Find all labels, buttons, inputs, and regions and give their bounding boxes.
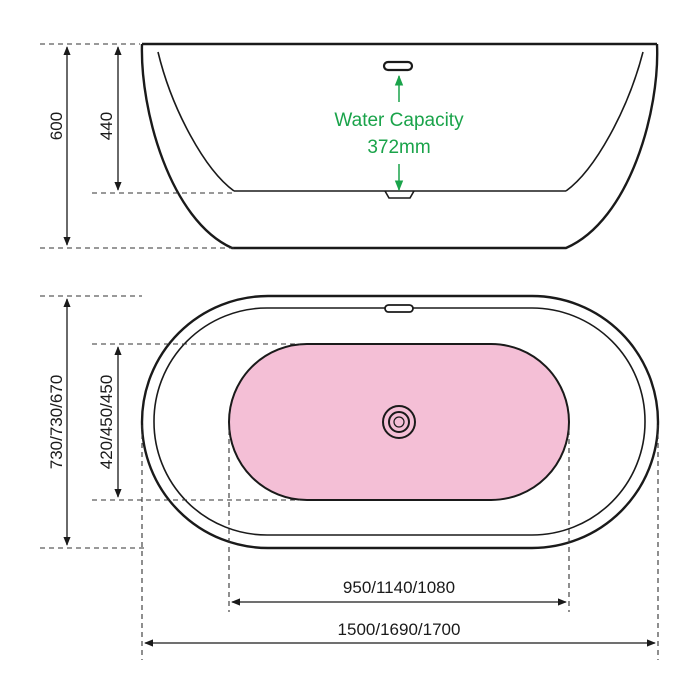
tub-outer-rim [140, 294, 660, 550]
depth-440-label: 440 [97, 112, 116, 140]
height-600-label: 600 [47, 112, 66, 140]
inner-width-label: 420/450/450 [97, 375, 116, 470]
inner-length-label: 950/1140/1080 [343, 578, 455, 597]
tub-outer-shell [140, 43, 659, 250]
basin-area [228, 343, 570, 501]
overall-length-label: 1500/1690/1700 [338, 620, 461, 639]
overflow-icon [382, 60, 414, 72]
drain-side [384, 190, 415, 199]
overall-width-label: 730/730/670 [47, 375, 66, 470]
drain-icon [382, 405, 416, 439]
overflow-top-icon [384, 304, 414, 313]
tub-inner-wall-left [157, 51, 235, 192]
top-view: 730/730/670 420/450/450 950/1140/1080 15… [40, 294, 660, 660]
water-capacity-label: Water Capacity [334, 110, 464, 131]
water-capacity-value: 372mm [367, 137, 430, 158]
side-view: Water Capacity 372mm 600 440 [40, 42, 659, 250]
tub-inner-wall-right [565, 51, 644, 192]
